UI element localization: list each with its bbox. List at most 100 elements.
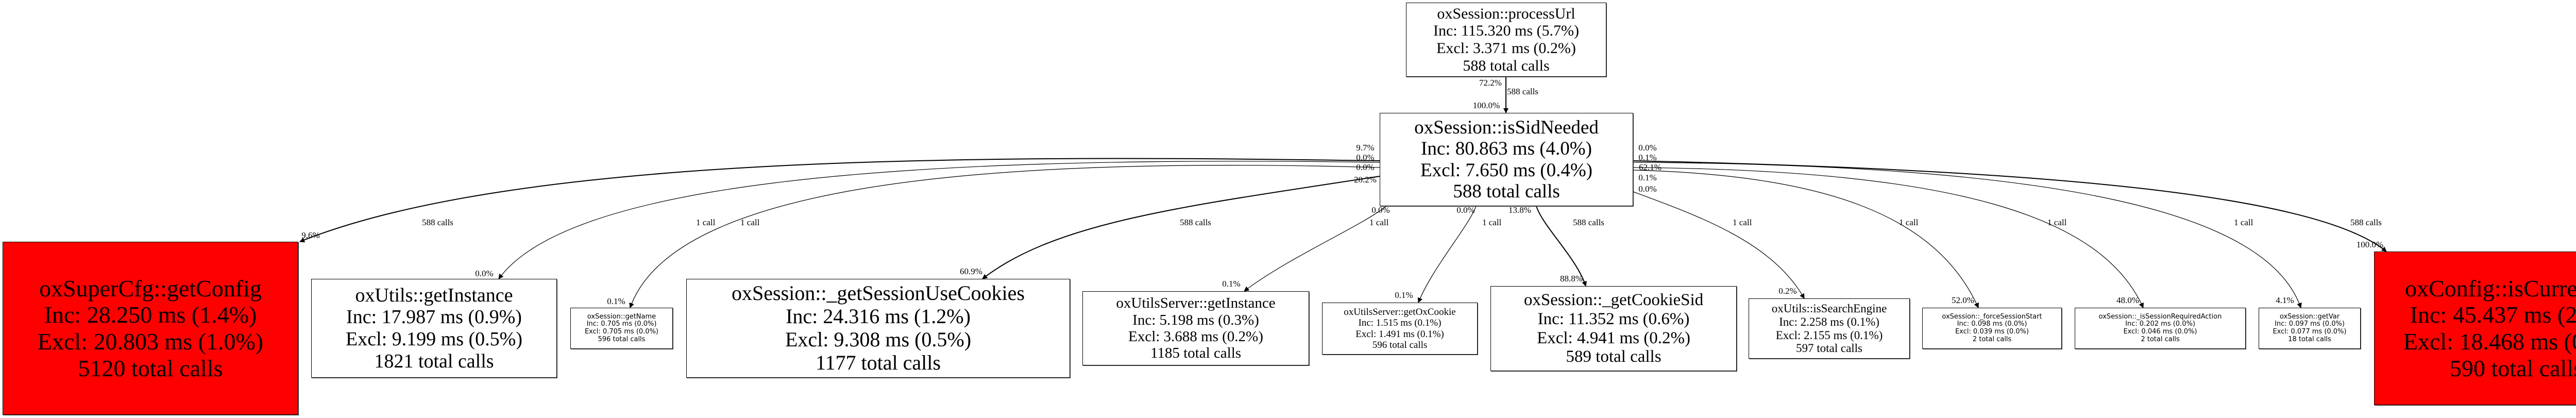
node-inc-text: Inc: 28.250 ms (1.4%): [44, 302, 257, 328]
node-inc-text: Inc: 0.705 ms (0.0%): [586, 320, 657, 328]
node-excl-text: Excl: 9.199 ms (0.5%): [345, 328, 522, 350]
edge-calls-label: 1 call: [696, 218, 716, 227]
edge-tail-percent: 13.8%: [1509, 205, 1531, 215]
edge-head-percent: 0.2%: [1778, 286, 1797, 296]
node-name-text: oxSession::_getSessionUseCookies: [732, 281, 1025, 305]
edge-getCookieSid: [1536, 206, 1587, 287]
node-calls-text: 2 total calls: [2141, 335, 2180, 343]
node-calls-text: 1821 total calls: [374, 350, 494, 372]
node-name-text: oxSession::processUrl: [1437, 5, 1575, 22]
edge-tail-percent: 0.0%: [1371, 205, 1389, 215]
node-excl-text: Excl: 7.650 ms (0.4%): [1420, 159, 1592, 181]
edge-calls-label: 588 calls: [1507, 87, 1538, 96]
node-inc-text: Inc: 0.097 ms (0.0%): [2275, 320, 2345, 328]
node-inc-text: Inc: 0.202 ms (0.0%): [2125, 320, 2195, 328]
node-inc-text: Inc: 24.316 ms (1.2%): [786, 305, 971, 328]
edge-tail-percent: 9.7%: [1356, 143, 1374, 153]
edge-calls-label: 1 call: [1733, 218, 1752, 227]
edge-isCurrentUrl: [1633, 160, 2387, 252]
edge-tail-percent: 0.0%: [1356, 153, 1374, 162]
node-name-text: oxSession::isSidNeeded: [1414, 116, 1599, 138]
edge-head-percent: 48.0%: [2116, 295, 2139, 305]
edge-head-percent: 60.9%: [960, 266, 982, 276]
node-calls-text: 597 total calls: [1795, 342, 1863, 355]
edge-tail-percent: 62.1%: [1639, 162, 1662, 172]
edge-getSessionUseCookies: [982, 176, 1380, 279]
edge-head-percent: 100.0%: [1473, 101, 1500, 110]
node-name-text: oxSuperCfg::getConfig: [39, 275, 262, 302]
node-calls-text: 596 total calls: [598, 335, 646, 343]
edge-head-percent: 0.0%: [475, 269, 493, 278]
node-name-text: oxUtilsServer::getInstance: [1116, 295, 1276, 312]
edge-tail-percent: 0.1%: [1638, 153, 1656, 162]
edge-calls-label: 1 call: [2047, 218, 2067, 227]
node-name-text: oxSession::_forceSessionStart: [1942, 312, 2042, 321]
edge-tail-percent: 0.0%: [1638, 143, 1656, 153]
edge-forceSessionStart: [1633, 170, 1979, 308]
node-excl-text: Excl: 4.941 ms (0.2%): [1537, 328, 1690, 347]
node-name-text: oxUtils::getInstance: [355, 284, 513, 306]
edge-calls-label: 588 calls: [422, 218, 453, 227]
node-name-text: oxUtils::isSearchEngine: [1771, 302, 1887, 315]
node-inc-text: Inc: 11.352 ms (0.6%): [1537, 309, 1690, 328]
edge-tail-percent: 0.0%: [1638, 184, 1656, 194]
node-name-text: oxConfig::isCurrentUrl: [2405, 275, 2576, 302]
node-calls-text: 596 total calls: [1372, 339, 1428, 350]
node-excl-text: Excl: 0.077 ms (0.0%): [2273, 328, 2347, 336]
edge-calls-label: 588 calls: [2350, 218, 2382, 227]
edge-head-percent: 52.0%: [1952, 295, 1974, 305]
node-inc-text: Inc: 17.987 ms (0.9%): [346, 306, 522, 328]
edge-tail-percent: 20.2%: [1354, 175, 1377, 185]
edge-head-percent: 9.6%: [301, 230, 319, 240]
edge-head-percent: 4.1%: [2276, 295, 2294, 305]
edge-serverGetInstance: [1244, 206, 1387, 292]
edge-head-percent: 0.1%: [1222, 279, 1240, 289]
node-excl-text: Excl: 3.688 ms (0.2%): [1128, 328, 1263, 345]
node-calls-text: 589 total calls: [1566, 347, 1662, 366]
node-excl-text: Excl: 0.046 ms (0.0%): [2123, 328, 2197, 336]
node-inc-text: Inc: 115.320 ms (5.7%): [1433, 22, 1579, 40]
node-calls-text: 588 total calls: [1463, 57, 1550, 74]
node-calls-text: 5120 total calls: [78, 355, 223, 381]
edge-getName: [629, 164, 1380, 308]
edge-calls-label: 1 call: [2234, 218, 2253, 227]
node-calls-text: 1177 total calls: [816, 350, 941, 374]
node-inc-text: Inc: 0.098 ms (0.0%): [1957, 320, 2027, 328]
edge-calls-label: 588 calls: [1573, 218, 1604, 227]
edge-utilsGetInstance: [498, 161, 1380, 279]
edge-head-percent: 88.8%: [1560, 274, 1583, 283]
node-excl-text: Excl: 2.155 ms (0.1%): [1775, 328, 1883, 342]
node-inc-text: Inc: 5.198 ms (0.3%): [1132, 311, 1259, 328]
call-node-is-current-url[interactable]: oxConfig::isCurrentUrlInc: 45.437 ms (2.…: [2374, 252, 2576, 405]
node-name-text: oxSession::_getCookieSid: [1523, 290, 1704, 309]
node-calls-text: 588 total calls: [1453, 180, 1560, 202]
node-excl-text: Excl: 1.491 ms (0.1%): [1355, 328, 1444, 340]
node-name-text: oxSession::getVar: [2279, 312, 2340, 321]
node-excl-text: Excl: 0.039 ms (0.0%): [1955, 328, 2029, 336]
edge-getConfig: [299, 158, 1380, 243]
edge-tail-percent: 0.1%: [1638, 173, 1656, 182]
node-excl-text: Excl: 18.468 ms (0.9%): [2403, 328, 2576, 355]
node-calls-text: 2 total calls: [1972, 335, 2012, 343]
edge-head-percent: 0.1%: [607, 296, 625, 306]
node-inc-text: Inc: 80.863 ms (4.0%): [1421, 138, 1592, 160]
node-excl-text: Excl: 3.371 ms (0.2%): [1436, 40, 1576, 57]
node-inc-text: Inc: 2.258 ms (0.1%): [1779, 315, 1879, 328]
node-inc-text: Inc: 45.437 ms (2.2%): [2410, 302, 2576, 328]
node-excl-text: Excl: 0.705 ms (0.0%): [584, 328, 659, 336]
